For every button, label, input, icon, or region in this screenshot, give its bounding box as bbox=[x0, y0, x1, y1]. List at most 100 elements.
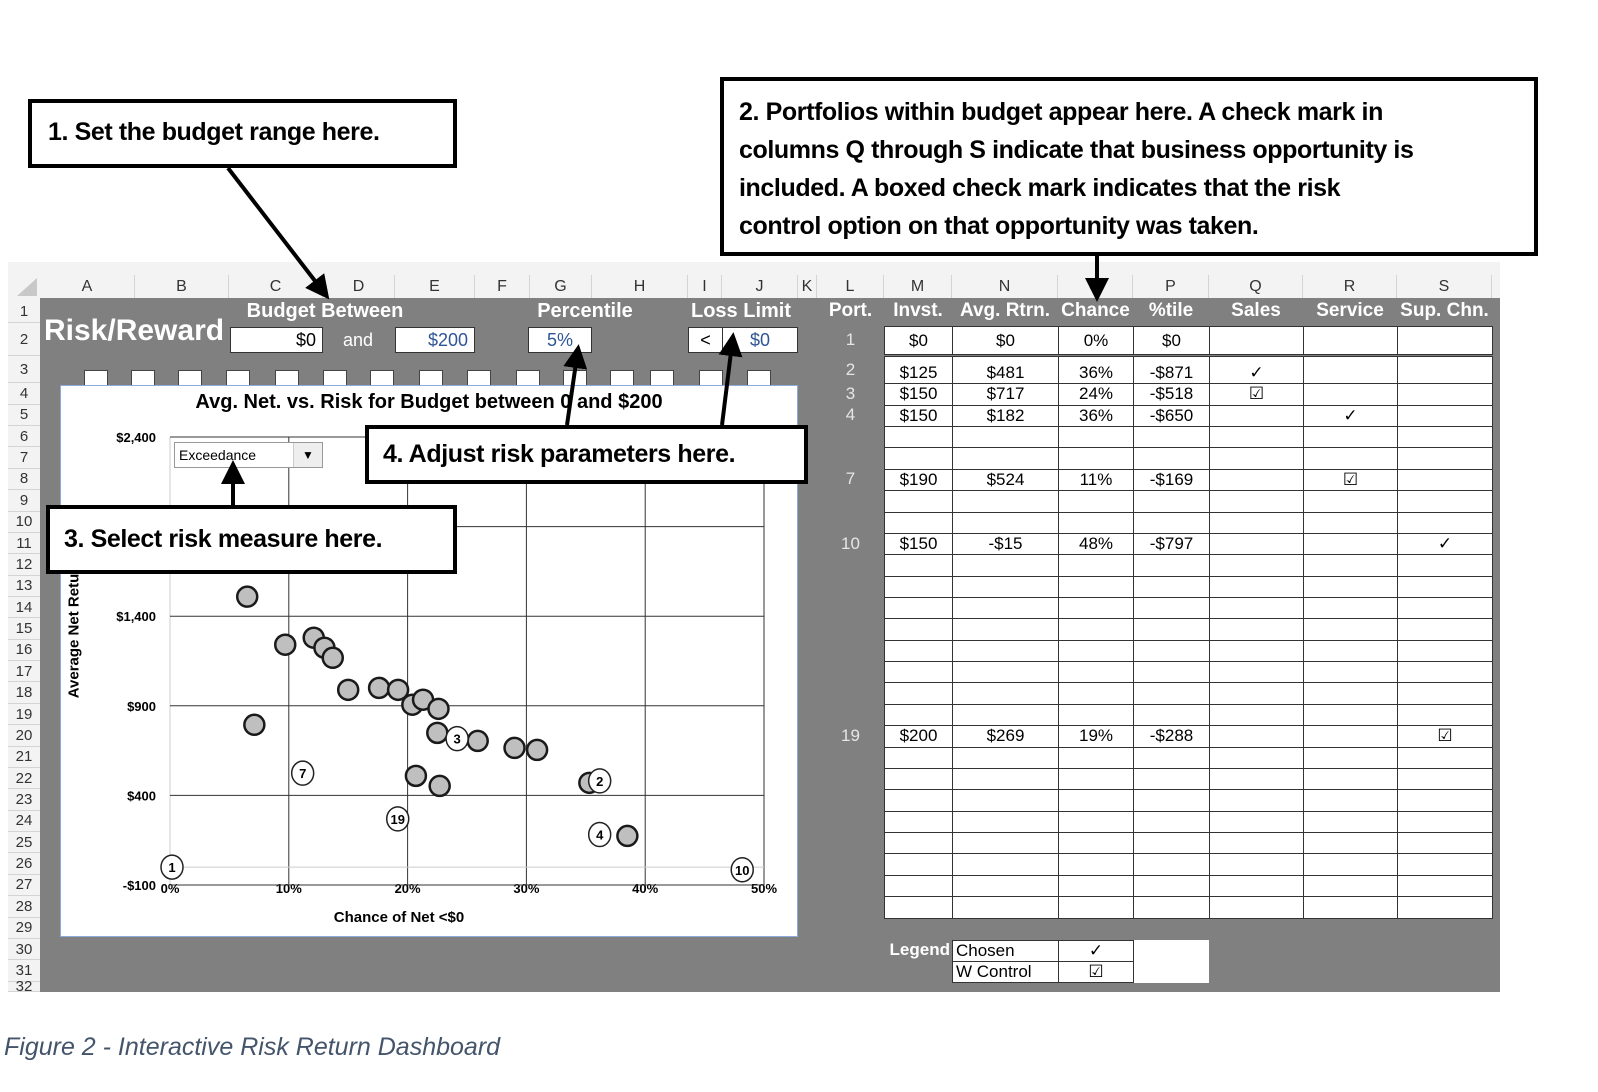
row-header-6[interactable]: 6 bbox=[8, 426, 40, 448]
row-header-2[interactable]: 2 bbox=[8, 323, 40, 356]
callout-portfolios-line: columns Q through S indicate that busine… bbox=[739, 136, 1414, 164]
portfolio-point bbox=[386, 678, 410, 702]
portfolio-point bbox=[616, 824, 639, 848]
legend-blank-cell bbox=[1134, 940, 1209, 983]
row-header-22[interactable]: 22 bbox=[8, 768, 40, 790]
row-header-4[interactable]: 4 bbox=[8, 383, 40, 405]
table-cell-invst: $150 bbox=[884, 532, 953, 556]
budget-portfolio-label: 4 bbox=[596, 827, 604, 842]
row-header-25[interactable]: 25 bbox=[8, 832, 40, 854]
row-header-27[interactable]: 27 bbox=[8, 875, 40, 897]
row-header-15[interactable]: 15 bbox=[8, 618, 40, 640]
column-title-invst: Invst. bbox=[893, 300, 943, 321]
table-cell-invst: $190 bbox=[884, 468, 953, 492]
column-header-b[interactable]: B bbox=[135, 275, 229, 298]
row-header-8[interactable]: 8 bbox=[8, 469, 40, 491]
callout-risk-measure: 3. Select risk measure here. bbox=[46, 505, 457, 574]
row-header-17[interactable]: 17 bbox=[8, 661, 40, 683]
row-header-23[interactable]: 23 bbox=[8, 789, 40, 811]
risk-measure-dropdown[interactable]: Exceedance ▼ bbox=[174, 442, 323, 468]
row-header-3[interactable]: 3 bbox=[8, 356, 40, 384]
y-tick-label: -$100 bbox=[123, 878, 156, 893]
budget-portfolio-label: 10 bbox=[735, 863, 749, 878]
y-tick-label: $900 bbox=[127, 699, 156, 714]
budget-portfolio-marker bbox=[160, 854, 184, 880]
callout-risk-parameters: 4. Adjust risk parameters here. bbox=[365, 425, 808, 484]
column-header-q[interactable]: Q bbox=[1209, 275, 1303, 298]
table-cell-service bbox=[1303, 326, 1398, 355]
arrow-4b bbox=[718, 332, 743, 426]
row-header-26[interactable]: 26 bbox=[8, 853, 40, 875]
row-header-9[interactable]: 9 bbox=[8, 490, 40, 512]
column-header-h[interactable]: H bbox=[592, 275, 688, 298]
portfolio-number: 2 bbox=[845, 359, 856, 379]
row-header-16[interactable]: 16 bbox=[8, 640, 40, 662]
row-header-11[interactable]: 11 bbox=[8, 533, 40, 555]
column-header-n[interactable]: N bbox=[952, 275, 1058, 298]
row-header-20[interactable]: 20 bbox=[8, 725, 40, 747]
table-cell-avg: $717 bbox=[952, 383, 1059, 406]
row-header-7[interactable]: 7 bbox=[8, 447, 40, 469]
portfolio-number: 1 bbox=[845, 330, 856, 349]
portfolio-number: 3 bbox=[845, 383, 856, 403]
budget-and-label: and bbox=[343, 330, 374, 350]
table-cell-chance: 24% bbox=[1058, 383, 1134, 406]
row-header-31[interactable]: 31 bbox=[8, 960, 40, 982]
budget-min-input[interactable]: $0 bbox=[230, 327, 323, 353]
row-header-13[interactable]: 13 bbox=[8, 576, 40, 597]
budget-portfolio-label: 7 bbox=[299, 766, 306, 781]
column-header-m[interactable]: M bbox=[884, 275, 952, 298]
table-cell-avg: $182 bbox=[952, 404, 1059, 428]
row-header-14[interactable]: 14 bbox=[8, 597, 40, 619]
column-header-e[interactable]: E bbox=[395, 275, 475, 298]
column-title-avg: Avg. Rtrn. bbox=[959, 300, 1051, 321]
row-header-32[interactable]: 32 bbox=[8, 978, 40, 995]
budget-portfolio-label: 3 bbox=[454, 732, 461, 747]
table-cell-chance: 0% bbox=[1058, 326, 1134, 355]
select-all-corner[interactable] bbox=[15, 278, 37, 296]
column-header-l[interactable]: L bbox=[817, 275, 884, 298]
row-header-18[interactable]: 18 bbox=[8, 682, 40, 704]
budget-max-input[interactable]: $200 bbox=[395, 327, 475, 353]
table-cell-pctile: -$169 bbox=[1133, 468, 1210, 492]
portfolio-point bbox=[503, 736, 526, 760]
legend-label: Legend bbox=[889, 940, 950, 959]
row-header-30[interactable]: 30 bbox=[8, 939, 40, 961]
budget-portfolio-marker bbox=[385, 806, 410, 832]
x-axis-title: Chance of Net <$0 bbox=[333, 909, 465, 926]
column-header-s[interactable]: S bbox=[1397, 275, 1492, 298]
callout-portfolios: 2. Portfolios within budget appear here.… bbox=[720, 77, 1538, 256]
column-header-k[interactable]: K bbox=[798, 275, 817, 298]
percentile-label: Percentile bbox=[537, 300, 633, 322]
portfolio-point bbox=[273, 633, 297, 656]
column-header-d[interactable]: D bbox=[323, 275, 395, 298]
column-header-g[interactable]: G bbox=[530, 275, 592, 298]
row-header-1[interactable]: 1 bbox=[8, 300, 40, 323]
row-header-5[interactable]: 5 bbox=[8, 405, 40, 427]
row-header-12[interactable]: 12 bbox=[8, 554, 40, 576]
row-header-10[interactable]: 10 bbox=[8, 512, 40, 533]
row-header-24[interactable]: 24 bbox=[8, 811, 40, 833]
chevron-down-icon[interactable]: ▼ bbox=[293, 443, 322, 467]
column-header-p[interactable]: P bbox=[1133, 275, 1209, 298]
portfolio-point bbox=[321, 646, 345, 670]
row-header-28[interactable]: 28 bbox=[8, 896, 40, 918]
column-header-a[interactable]: A bbox=[40, 275, 135, 298]
table-cell-sales: ☑ bbox=[1209, 383, 1304, 406]
table-cell-chance: 36% bbox=[1058, 356, 1134, 385]
column-header-j[interactable]: J bbox=[722, 275, 798, 298]
row-header-21[interactable]: 21 bbox=[8, 747, 40, 768]
column-title-port: Port. bbox=[828, 300, 873, 321]
column-header-f[interactable]: F bbox=[475, 275, 530, 298]
portfolio-point bbox=[235, 585, 259, 608]
row-header-19[interactable]: 19 bbox=[8, 704, 40, 726]
callout-portfolios-line: control option on that opportunity was t… bbox=[739, 212, 1259, 240]
row-header-29[interactable]: 29 bbox=[8, 918, 40, 939]
column-header-i[interactable]: I bbox=[688, 275, 722, 298]
y-tick-label: $400 bbox=[127, 788, 156, 803]
budget-portfolio-marker bbox=[587, 821, 612, 848]
portfolio-number: 10 bbox=[841, 533, 860, 553]
portfolio-point bbox=[336, 678, 360, 702]
column-header-r[interactable]: R bbox=[1303, 275, 1397, 298]
legend-control-mark: ☑ bbox=[1058, 961, 1134, 983]
